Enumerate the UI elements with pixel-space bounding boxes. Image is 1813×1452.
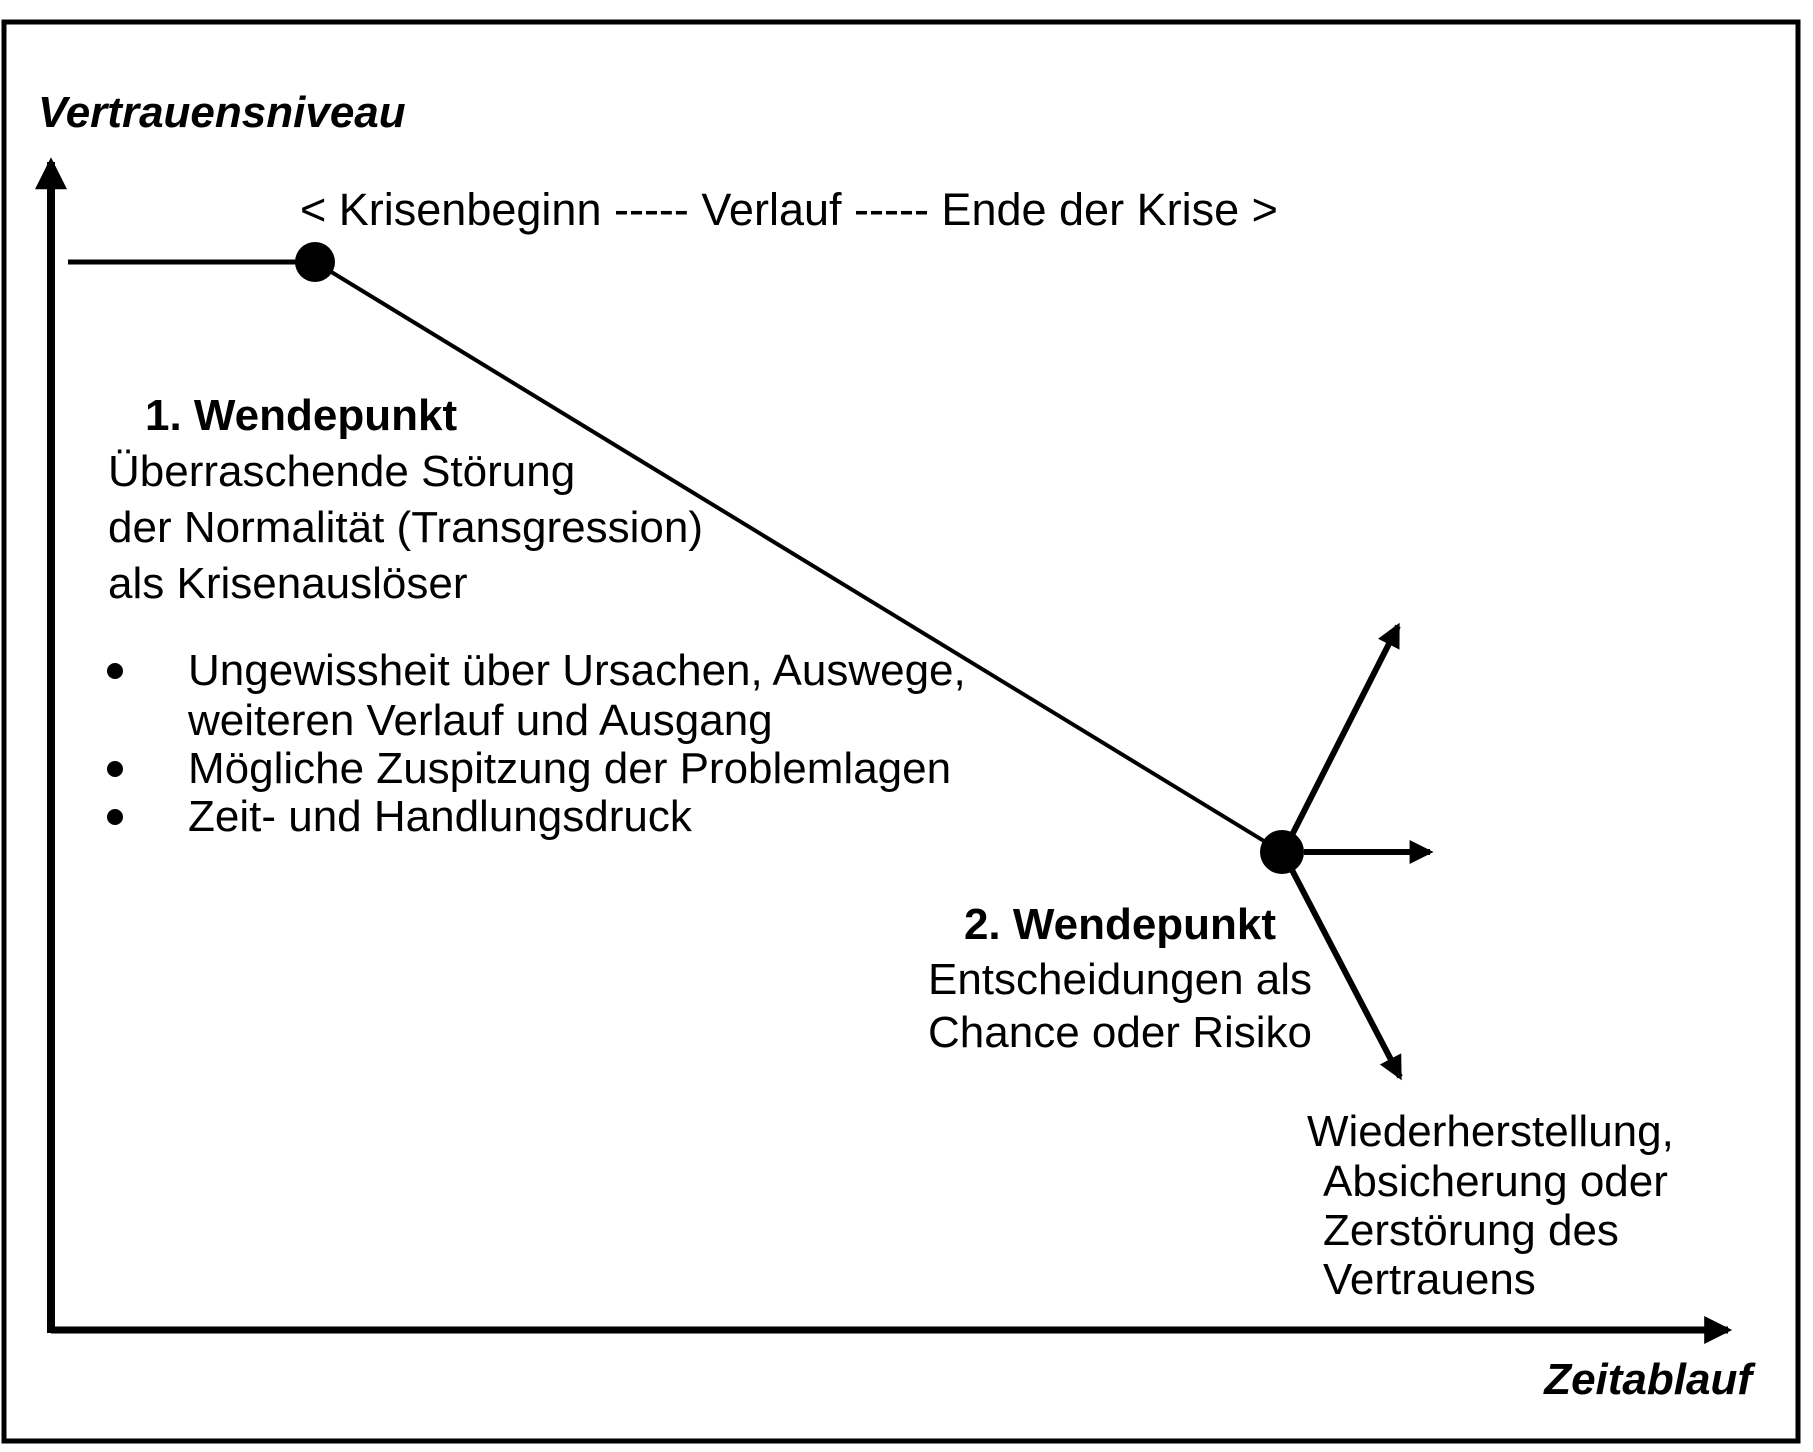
decision-point-dot — [1260, 830, 1304, 874]
outcome-arrow-up — [1289, 622, 1401, 837]
turning-point-2-line: Entscheidungen als — [928, 955, 1312, 1004]
turning-point-1-line: als Krisenauslöser — [108, 559, 468, 608]
outcome-line: Absicherung oder — [1323, 1157, 1668, 1206]
y-axis-label: Vertrauensniveau — [38, 88, 406, 137]
turning-point-1-title: 1. Wendepunkt — [145, 391, 457, 440]
turning-point-2-title: 2. Wendepunkt — [964, 900, 1276, 949]
bullet-item-continuation: weiteren Verlauf und Ausgang — [187, 696, 773, 745]
bullet-item: Ungewissheit über Ursachen, Auswege, — [188, 646, 966, 695]
turning-point-1-line: Überraschende Störung — [108, 447, 575, 496]
outcome-line: Zerstörung des — [1323, 1206, 1619, 1255]
crisis-start-dot — [295, 242, 335, 282]
outcome-arrow-down — [1289, 868, 1403, 1081]
bullet-dot — [107, 809, 123, 825]
turning-point-1-line: der Normalität (Transgression) — [108, 503, 703, 552]
x-axis-label: Zeitablauf — [1542, 1355, 1756, 1404]
outcome-line: Vertrauens — [1323, 1255, 1536, 1304]
turning-point-1-block: 1. Wendepunkt Überraschende Störung der … — [108, 391, 703, 608]
bullet-dot — [107, 761, 123, 777]
bullet-dot — [107, 663, 123, 679]
uncertainty-bullet-list: Ungewissheit über Ursachen, Auswege, wei… — [107, 646, 966, 841]
decline-line — [313, 260, 1284, 854]
timeline-label: < Krisenbeginn ----- Verlauf ----- Ende … — [300, 184, 1278, 235]
outcome-line: Wiederherstellung, — [1307, 1107, 1674, 1156]
diagram-border — [1, 19, 1801, 1444]
turning-point-2-block: 2. Wendepunkt Entscheidungen als Chance … — [928, 900, 1312, 1057]
bullet-item: Zeit- und Handlungsdruck — [188, 792, 693, 841]
bullet-item: Mögliche Zuspitzung der Problemlagen — [188, 744, 951, 793]
outcome-block: Wiederherstellung, Absicherung oder Zers… — [1307, 1107, 1674, 1304]
turning-point-2-line: Chance oder Risiko — [928, 1008, 1312, 1057]
